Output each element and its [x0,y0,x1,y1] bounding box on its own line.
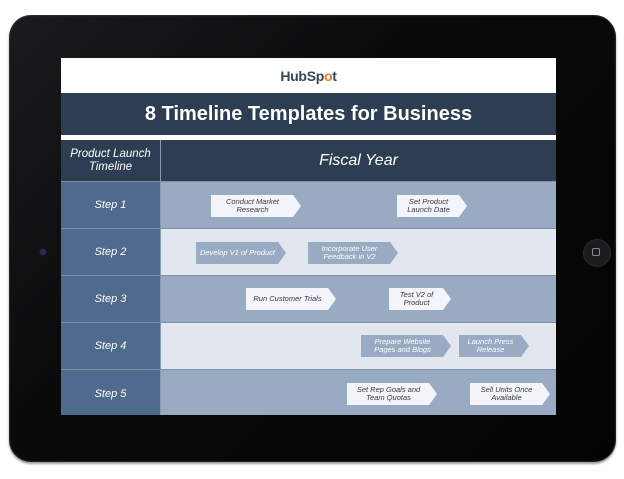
task-arrow: Develop V1 of Product [196,242,286,264]
sprocket-icon: o [323,67,333,84]
logo-text-start: HubSp [280,67,324,84]
step-label: Step 2 [61,229,161,275]
home-button[interactable] [583,239,611,267]
header-timeline-label: Product Launch Timeline [61,140,161,181]
table-row: Step 3 Run Customer Trials Test V2 of Pr… [61,276,556,323]
task-arrow: Conduct Market Research [211,195,301,217]
table-header-row: Product Launch Timeline Fiscal Year [61,140,556,182]
timeline-lane: Conduct Market Research Set Product Laun… [161,182,556,228]
table-row: Step 4 Prepare Website Pages and Blogs L… [61,323,556,370]
page-title: 8 Timeline Templates for Business [61,93,556,135]
task-arrow: Sell Units Once Available [470,383,550,405]
step-label: Step 5 [61,370,161,415]
camera-icon [40,249,46,255]
table-row: Step 5 Set Rep Goals and Team Quotas Sel… [61,370,556,415]
divider [61,135,556,140]
task-arrow: Prepare Website Pages and Blogs [361,335,451,357]
logo-row: HubSpot [61,58,556,93]
screen: HubSpot 8 Timeline Templates for Busines… [61,58,556,415]
task-arrow: Run Customer Trials [246,288,336,310]
task-arrow: Incorporate User Feedback in V2 [308,242,398,264]
timeline-lane: Set Rep Goals and Team Quotas Sell Units… [161,370,556,415]
timeline-table: Product Launch Timeline Fiscal Year Step… [61,140,556,415]
task-arrow: Set Product Launch Date [397,195,467,217]
task-arrow: Launch Press Release [459,335,529,357]
header-fiscal-year: Fiscal Year [319,151,398,169]
timeline-lane: Develop V1 of Product Incorporate User F… [161,229,556,275]
task-arrow: Set Rep Goals and Team Quotas [347,383,437,405]
step-label: Step 3 [61,276,161,322]
timeline-lane: Run Customer Trials Test V2 of Product [161,276,556,322]
home-square-icon [592,248,600,256]
task-arrow: Test V2 of Product [389,288,451,310]
table-row: Step 2 Develop V1 of Product Incorporate… [61,229,556,276]
table-row: Step 1 Conduct Market Research Set Produ… [61,182,556,229]
step-label: Step 4 [61,323,161,369]
hubspot-logo: HubSpot [280,67,337,84]
timeline-lane: Prepare Website Pages and Blogs Launch P… [161,323,556,369]
logo-text-end: t [332,67,337,84]
step-label: Step 1 [61,182,161,228]
